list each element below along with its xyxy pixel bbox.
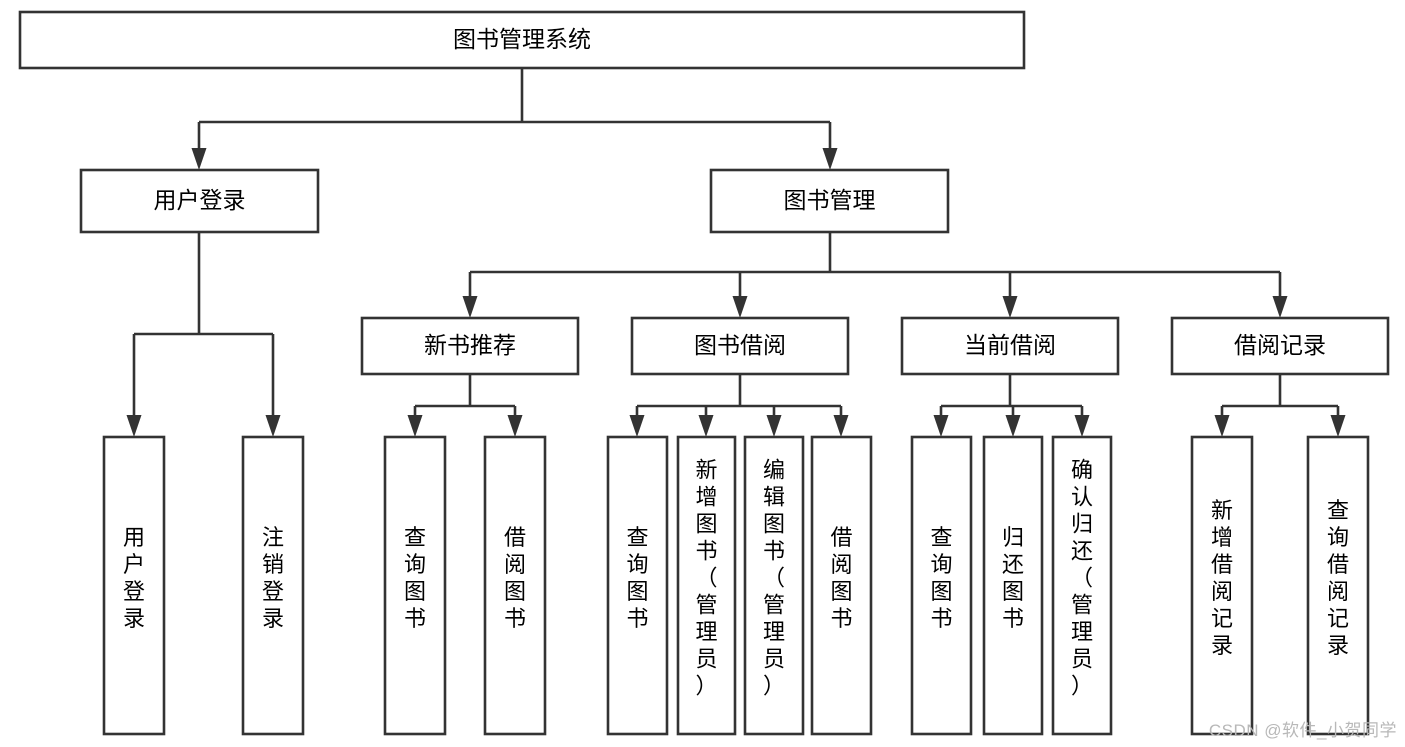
- node-current-borrow[interactable]: 当前借阅: [900, 316, 1120, 376]
- node-leaf-user-login[interactable]: 用户登录: [102, 435, 166, 736]
- arrow-head-icon: [732, 296, 748, 318]
- node-label: 借阅图书: [504, 525, 526, 631]
- connector-group-bookmanage-to-level2: [462, 232, 1288, 318]
- arrow-head-icon: [1074, 415, 1090, 437]
- node-box[interactable]: [910, 435, 973, 736]
- connector-group-recommend-to-leaves: [407, 374, 523, 437]
- node-box[interactable]: [606, 435, 669, 736]
- node-box[interactable]: [630, 316, 850, 376]
- node-box[interactable]: [1170, 316, 1390, 376]
- node-box[interactable]: [483, 435, 547, 736]
- node-box[interactable]: [102, 435, 166, 736]
- connector-group-record-to-leaves: [1214, 374, 1346, 437]
- node-label: 当前借阅: [964, 332, 1056, 358]
- node-label: 新增借阅记录: [1211, 498, 1233, 658]
- node-leaf-query-book-a[interactable]: 查询图书: [383, 435, 447, 736]
- connector-group-userlogin-to-leaves: [126, 232, 281, 437]
- node-box[interactable]: [383, 435, 447, 736]
- node-box[interactable]: [676, 435, 737, 736]
- node-borrow-record[interactable]: 借阅记录: [1170, 316, 1390, 376]
- arrow-head-icon: [1005, 415, 1021, 437]
- node-box[interactable]: [1190, 435, 1254, 736]
- node-leaf-query-book-c[interactable]: 查询图书: [910, 435, 973, 736]
- node-label: 归还图书: [1002, 525, 1024, 631]
- arrow-head-icon: [822, 148, 838, 170]
- node-leaf-add-book[interactable]: 新增图书（管理员）: [676, 435, 737, 736]
- arrow-head-icon: [1330, 415, 1346, 437]
- connector-group-root-to-level1: [191, 68, 838, 170]
- node-label: 查询图书: [626, 525, 648, 631]
- node-box[interactable]: [241, 435, 305, 736]
- connector-group-current-to-leaves: [933, 374, 1090, 437]
- node-box[interactable]: [79, 168, 320, 234]
- node-user-login[interactable]: 用户登录: [79, 168, 320, 234]
- node-box[interactable]: [743, 435, 805, 736]
- node-label: 用户登录: [123, 525, 145, 631]
- arrow-head-icon: [698, 415, 714, 437]
- watermark-text: CSDN @软件_小贺同学: [1208, 721, 1397, 740]
- node-book-borrow[interactable]: 图书借阅: [630, 316, 850, 376]
- node-box[interactable]: [810, 435, 873, 736]
- arrow-head-icon: [126, 415, 142, 437]
- arrow-head-icon: [933, 415, 949, 437]
- node-label: 图书管理系统: [453, 26, 591, 52]
- node-book-manage[interactable]: 图书管理: [709, 168, 950, 234]
- node-label: 借阅记录: [1234, 332, 1326, 358]
- node-leaf-return-book[interactable]: 归还图书: [982, 435, 1044, 736]
- node-leaf-logout[interactable]: 注销登录: [241, 435, 305, 736]
- arrow-head-icon: [407, 415, 423, 437]
- node-label: 图书管理: [784, 187, 876, 213]
- arrow-head-icon: [1002, 296, 1018, 318]
- node-label: 注销登录: [262, 525, 284, 631]
- connector-group-borrow-to-leaves: [629, 374, 849, 437]
- node-box[interactable]: [1306, 435, 1370, 736]
- arrow-head-icon: [629, 415, 645, 437]
- node-label: 图书借阅: [694, 332, 786, 358]
- arrow-head-icon: [191, 148, 207, 170]
- node-label: 借阅图书: [830, 525, 852, 631]
- node-label: 用户登录: [154, 187, 246, 213]
- node-label: 确认归还（管理员）: [1071, 458, 1093, 699]
- arrow-head-icon: [462, 296, 478, 318]
- node-leaf-borrow-book-b[interactable]: 借阅图书: [810, 435, 873, 736]
- connector-layer: [126, 68, 1346, 437]
- arrow-head-icon: [766, 415, 782, 437]
- arrow-head-icon: [507, 415, 523, 437]
- arrow-head-icon: [833, 415, 849, 437]
- node-box[interactable]: [360, 316, 580, 376]
- arrow-head-icon: [1214, 415, 1230, 437]
- node-label: 查询图书: [930, 525, 952, 631]
- node-leaf-confirm-return[interactable]: 确认归还（管理员）: [1051, 435, 1113, 736]
- node-layer: 图书管理系统用户登录图书管理新书推荐图书借阅当前借阅借阅记录用户登录注销登录查询…: [18, 10, 1390, 736]
- node-box[interactable]: [900, 316, 1120, 376]
- node-leaf-query-record[interactable]: 查询借阅记录: [1306, 435, 1370, 736]
- arrow-head-icon: [1272, 296, 1288, 318]
- node-new-book-recommend[interactable]: 新书推荐: [360, 316, 580, 376]
- node-leaf-borrow-book-a[interactable]: 借阅图书: [483, 435, 547, 736]
- node-leaf-edit-book[interactable]: 编辑图书（管理员）: [743, 435, 805, 736]
- node-label: 查询图书: [404, 525, 426, 631]
- node-label: 新增图书（管理员）: [695, 458, 717, 699]
- node-box[interactable]: [18, 10, 1026, 70]
- node-leaf-query-book-b[interactable]: 查询图书: [606, 435, 669, 736]
- arrow-head-icon: [265, 415, 281, 437]
- node-label: 查询借阅记录: [1327, 498, 1349, 658]
- node-root[interactable]: 图书管理系统: [18, 10, 1026, 70]
- node-leaf-add-record[interactable]: 新增借阅记录: [1190, 435, 1254, 736]
- node-box[interactable]: [709, 168, 950, 234]
- node-label: 新书推荐: [424, 332, 516, 358]
- node-box[interactable]: [1051, 435, 1113, 736]
- node-box[interactable]: [982, 435, 1044, 736]
- node-label: 编辑图书（管理员）: [763, 458, 785, 699]
